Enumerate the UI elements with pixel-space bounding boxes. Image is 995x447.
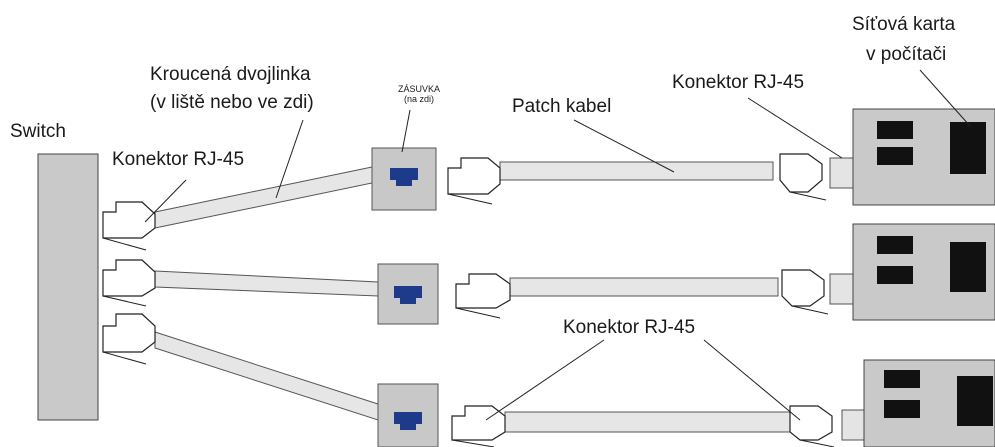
twisted-pair-cable-2 — [154, 270, 379, 297]
chip-icon — [877, 266, 913, 284]
leader-connector-right — [747, 97, 843, 159]
label-connector-left: Konektor RJ-45 — [112, 149, 244, 170]
chip-icon — [957, 376, 993, 426]
wall-outlet-2 — [377, 263, 439, 325]
label-nic-2: v počítači — [866, 44, 946, 65]
label-nic-1: Síťová karta — [852, 14, 956, 35]
chip-icon — [950, 122, 986, 174]
patch-connector-left-2 — [455, 273, 511, 319]
patch-cable-1 — [499, 161, 774, 181]
switch-connector-1 — [102, 201, 156, 251]
patch-cable-3 — [504, 411, 791, 433]
leader-nic — [919, 69, 971, 127]
outlet-port-icon — [394, 286, 422, 304]
chip-icon — [877, 147, 913, 165]
label-connector-bottom: Konektor RJ-45 — [563, 317, 695, 338]
chip-icon — [884, 370, 920, 388]
network-card-1 — [852, 108, 995, 206]
label-patch-cable: Patch kabel — [512, 96, 611, 117]
leader-connector-left — [144, 179, 187, 223]
chip-icon — [877, 236, 913, 254]
patch-connector-left-3 — [451, 405, 506, 447]
chip-icon — [884, 400, 920, 418]
network-card-2 — [852, 223, 995, 321]
switch-box — [37, 153, 99, 421]
leader-outlet — [401, 109, 411, 153]
label-connector-right: Konektor RJ-45 — [672, 72, 804, 93]
switch-connector-2 — [102, 259, 156, 307]
leader-patch — [573, 119, 675, 173]
leader-connector-bottom-left — [485, 339, 605, 421]
label-switch: Switch — [10, 121, 66, 142]
patch-connector-right-1 — [779, 153, 855, 201]
switch-connector-3 — [102, 313, 156, 365]
leader-connector-bottom-right — [703, 339, 801, 421]
patch-connector-left-1 — [447, 157, 501, 205]
chip-icon — [950, 242, 986, 292]
label-twisted-pair-1: Kroucená dvojlinka — [150, 64, 311, 85]
wall-outlet-3 — [377, 383, 439, 447]
label-outlet-sub: (na zdi) — [404, 94, 434, 104]
twisted-pair-cable-1 — [154, 166, 373, 229]
leader-twisted-pair — [275, 119, 304, 199]
twisted-pair-cable-3 — [154, 331, 379, 421]
label-outlet-title: ZÁSUVKA — [398, 84, 440, 94]
chip-icon — [877, 121, 913, 139]
outlet-port-icon — [394, 412, 422, 430]
patch-connector-right-3 — [789, 405, 865, 447]
outlet-port-icon — [390, 168, 418, 186]
network-card-3 — [863, 359, 995, 447]
patch-connector-right-2 — [781, 269, 855, 315]
wall-outlet-1 — [371, 147, 437, 211]
patch-cable-2 — [509, 277, 779, 297]
label-twisted-pair-2: (v liště nebo ve zdi) — [150, 92, 314, 113]
